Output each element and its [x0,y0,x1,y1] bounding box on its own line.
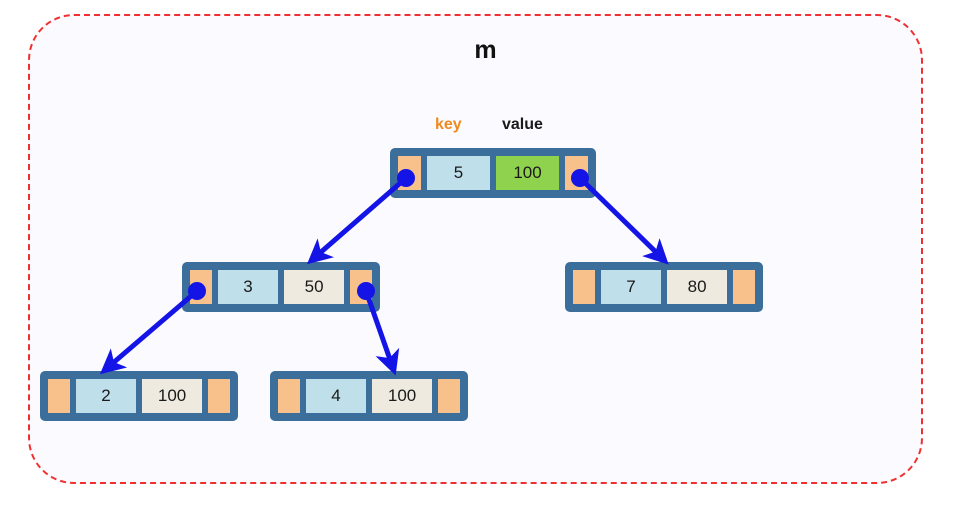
tree-node-4[interactable]: 4 100 [270,371,468,421]
right-pointer-cell[interactable] [564,155,589,191]
value-cell: 80 [666,269,729,305]
key-cell: 2 [74,378,137,414]
right-pointer-cell[interactable] [732,269,756,305]
left-pointer-cell[interactable] [572,269,596,305]
key-column-label: key [435,116,462,133]
tree-node-3[interactable]: 3 50 [182,262,380,312]
value-cell: 100 [141,378,204,414]
key-cell: 5 [425,155,491,191]
tree-node-2[interactable]: 2 100 [40,371,238,421]
right-pointer-cell[interactable] [349,269,373,305]
right-pointer-cell[interactable] [437,378,461,414]
left-pointer-cell[interactable] [47,378,71,414]
left-pointer-cell[interactable] [277,378,301,414]
tree-node-root[interactable]: 5 100 [390,148,596,198]
diagram-title: m [474,36,497,64]
key-cell: 3 [216,269,279,305]
right-pointer-cell[interactable] [207,378,231,414]
key-cell: 7 [599,269,662,305]
key-cell: 4 [304,378,367,414]
value-cell: 100 [371,378,434,414]
value-cell: 50 [283,269,346,305]
left-pointer-cell[interactable] [189,269,213,305]
tree-node-7[interactable]: 7 80 [565,262,763,312]
value-column-label: value [502,116,543,133]
value-cell: 100 [495,155,561,191]
left-pointer-cell[interactable] [397,155,422,191]
